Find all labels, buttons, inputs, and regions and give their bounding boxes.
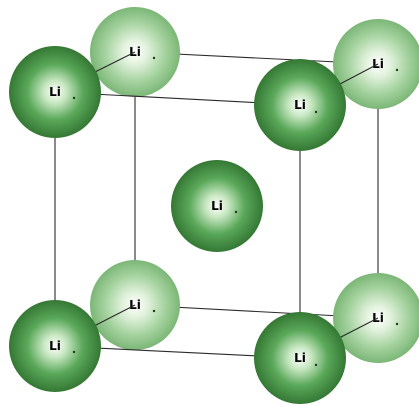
atom-label: Li <box>294 98 306 112</box>
atom-center: Li <box>171 160 263 252</box>
atom-front-top-right: Li <box>254 59 346 151</box>
atom-label: Li <box>49 85 61 99</box>
atom-front-top-left: Li <box>9 46 101 138</box>
atom-back-top-right: Li <box>333 19 419 109</box>
atom-back-bottom-right: Li <box>333 273 419 363</box>
atom-label: Li <box>49 339 61 353</box>
atom-label: Li <box>294 351 306 365</box>
atom-front-bottom-left: Li <box>9 300 101 392</box>
atom-label: Li <box>211 199 223 213</box>
atom-front-bottom-right: Li <box>254 312 346 404</box>
